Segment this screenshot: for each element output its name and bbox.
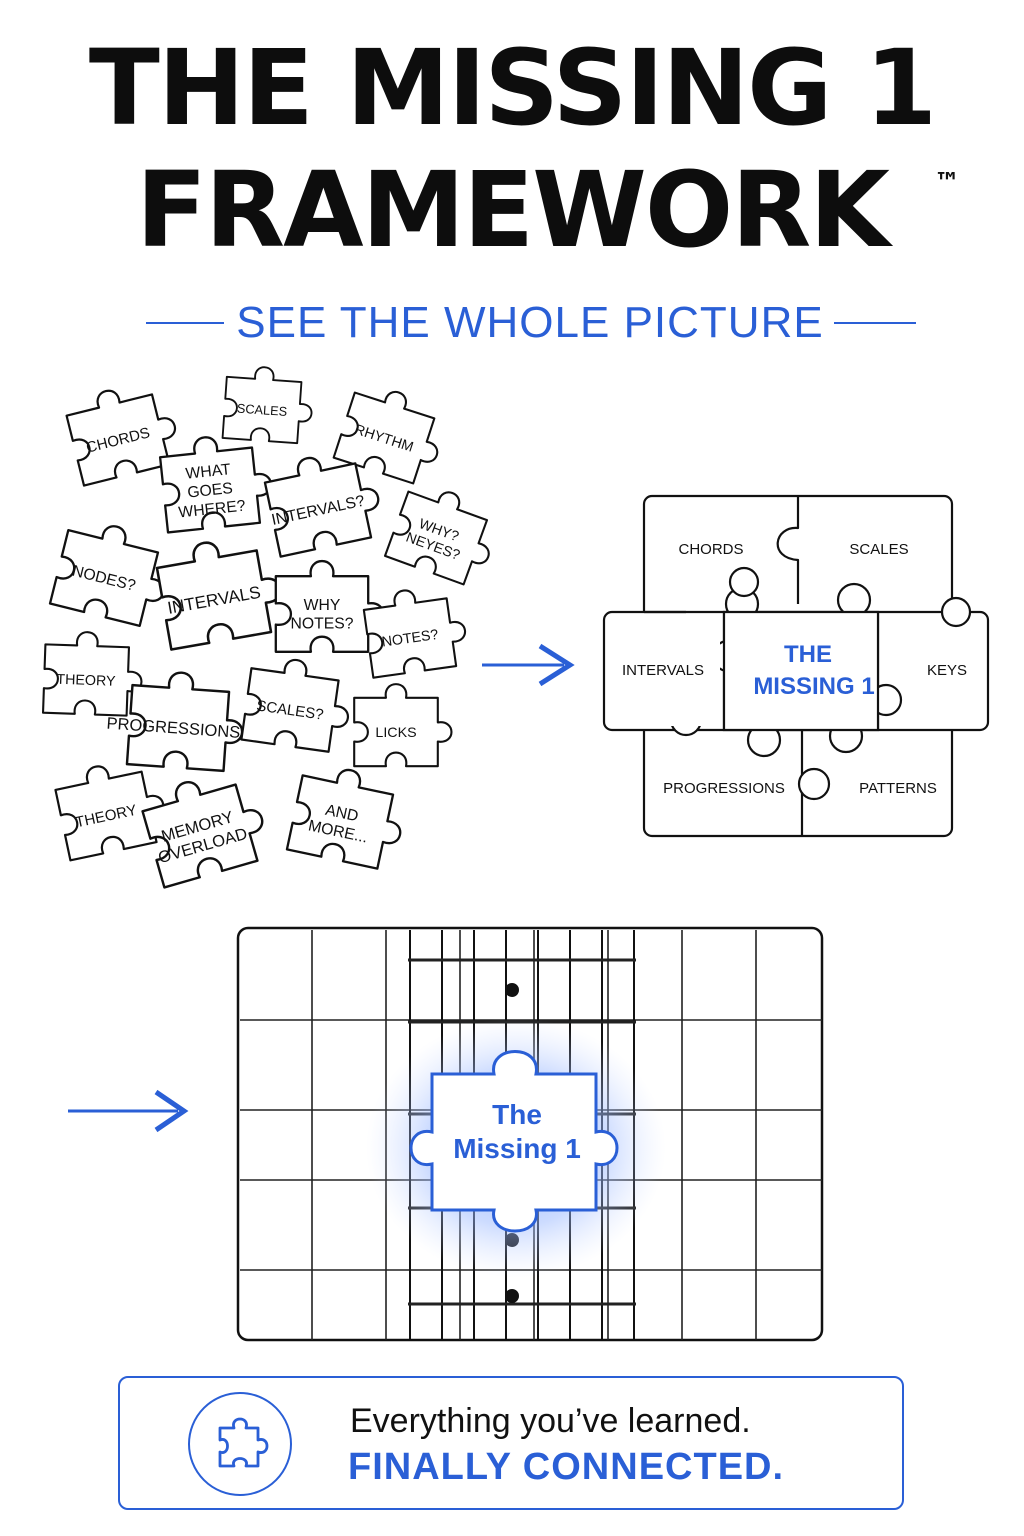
subtitle-row: SEE THE WHOLE PICTURE xyxy=(0,298,1024,348)
scattered-piece-label: WHAT xyxy=(185,461,232,483)
scattered-piece-label: SCALES xyxy=(236,401,287,419)
scattered-piece-label: NOTES? xyxy=(291,616,354,633)
label-center-line1: THE xyxy=(784,641,832,668)
label-progressions: PROGRESSIONS xyxy=(663,780,785,797)
scattered-piece-label: GOES xyxy=(187,480,234,502)
scattered-piece-label: WHY xyxy=(304,597,341,614)
scattered-piece: NOTES? xyxy=(362,589,466,679)
puzzle-piece-icon xyxy=(188,1392,292,1496)
scattered-piece: NODES? xyxy=(48,525,165,628)
scattered-piece: RHYTHM xyxy=(332,390,439,485)
fretboard-piece-line1: The xyxy=(492,1099,542,1130)
label-scales: SCALES xyxy=(849,541,908,558)
scattered-piece: THEORY xyxy=(41,631,143,717)
title-line-1: THE MISSING 1 xyxy=(88,27,937,149)
framework-puzzle: CHORDS SCALES INTERVALS THE MISSING 1 KE… xyxy=(602,494,990,838)
scattered-piece: PROGRESSIONS? xyxy=(106,671,250,773)
scattered-piece: LICKS xyxy=(353,683,453,768)
label-patterns: PATTERNS xyxy=(859,780,937,797)
callout-banner: Everything you’ve learned. FINALLY CONNE… xyxy=(118,1376,904,1510)
scattered-puzzle-pieces: CHORDSSCALESRHYTHMWHATGOESWHERE?INTERVAL… xyxy=(41,366,490,889)
scattered-piece: WHY?NEYES? xyxy=(383,490,490,586)
scattered-piece-label: LICKS xyxy=(375,725,416,741)
scattered-piece: THEORY xyxy=(54,765,165,862)
label-intervals: INTERVALS xyxy=(622,662,704,679)
subtitle-left-rule xyxy=(146,322,224,324)
scattered-piece-label: NOTES? xyxy=(381,627,440,651)
scattered-piece-label: THEORY xyxy=(56,672,116,690)
title-line-2: FRAMEWORK xyxy=(136,149,890,271)
scattered-piece: INTERVALS xyxy=(155,541,282,651)
arrow-right-icon xyxy=(482,643,575,687)
label-keys: KEYS xyxy=(927,662,967,679)
subtitle-right-rule xyxy=(834,322,916,324)
label-chords: CHORDS xyxy=(678,541,743,558)
scattered-piece-label: AND xyxy=(324,802,360,826)
banner-tagline: Everything you’ve learned. xyxy=(350,1402,751,1440)
scattered-piece-label: WHERE? xyxy=(178,498,247,522)
scattered-piece: SCALES xyxy=(221,366,313,445)
fretboard-piece-line2: Missing 1 xyxy=(453,1133,581,1164)
subtitle: SEE THE WHOLE PICTURE xyxy=(236,298,824,347)
scattered-piece: SCALES? xyxy=(240,658,350,753)
trademark-symbol: ™ xyxy=(934,168,960,198)
fretboard-puzzle: The Missing 1 xyxy=(236,926,824,1342)
scattered-piece: INTERVALS? xyxy=(263,456,380,558)
label-center-line2: MISSING 1 xyxy=(753,673,874,700)
arrow-right-icon xyxy=(68,1089,189,1133)
banner-headline: FINALLY CONNECTED. xyxy=(348,1446,785,1488)
scattered-piece: WHY NOTES? xyxy=(274,560,385,653)
scattered-piece: ANDMORE... xyxy=(285,768,402,870)
missing-piece-shape xyxy=(409,1050,619,1233)
